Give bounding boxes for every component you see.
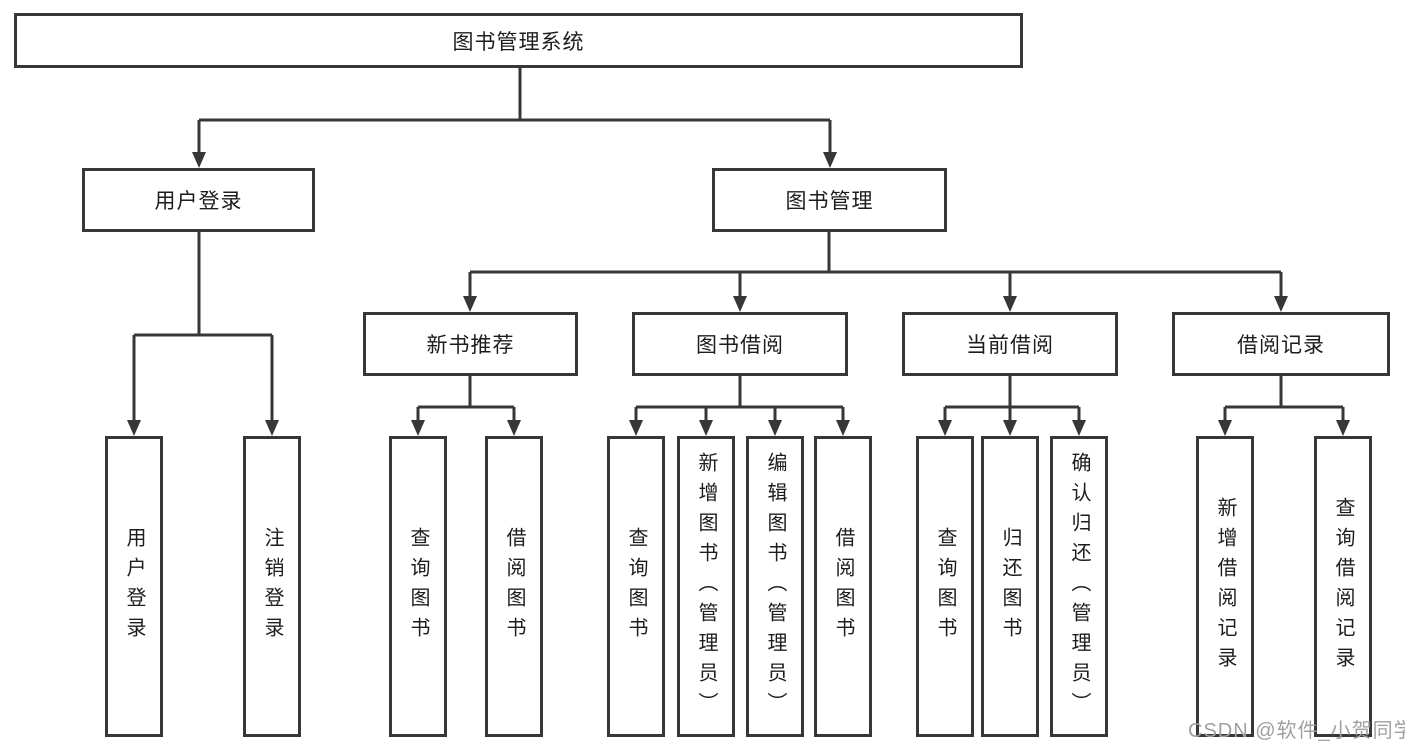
leaf-borrow-books-2: 借阅图书 xyxy=(814,436,872,737)
node-book-borrow: 图书借阅 xyxy=(632,312,848,376)
leaf-label: 借阅图书 xyxy=(503,526,525,647)
node-book-management-label: 图书管理 xyxy=(785,190,874,213)
leaf-label: 新增借阅记录 xyxy=(1214,496,1236,677)
leaf-query-books-2: 查询图书 xyxy=(607,436,665,737)
leaf-label: 归还图书 xyxy=(999,526,1021,647)
leaf-add-books-admin: 新增图书（管理员） xyxy=(677,436,735,737)
leaf-label: 查询图书 xyxy=(934,526,956,647)
leaf-label: 用户登录 xyxy=(123,526,145,647)
node-user-login: 用户登录 xyxy=(82,168,315,232)
leaf-return-books: 归还图书 xyxy=(981,436,1039,737)
leaf-user-login: 用户登录 xyxy=(105,436,163,737)
connector-lines xyxy=(132,68,1345,421)
leaf-edit-books-admin: 编辑图书（管理员） xyxy=(746,436,804,737)
leaf-label: 注销登录 xyxy=(261,526,283,647)
leaf-confirm-return-admin: 确认归还（管理员） xyxy=(1050,436,1108,737)
arrowheads xyxy=(127,152,1350,436)
leaf-label: 查询图书 xyxy=(625,526,647,647)
leaf-query-borrow-record: 查询借阅记录 xyxy=(1314,436,1372,737)
leaf-label: 确认归还（管理员） xyxy=(1068,451,1090,722)
node-current-borrow: 当前借阅 xyxy=(902,312,1118,376)
watermark: CSDN @软件_小贺同学 xyxy=(1188,720,1405,742)
leaf-label: 编辑图书（管理员） xyxy=(764,451,786,722)
leaf-label: 查询借阅记录 xyxy=(1332,496,1354,677)
node-user-login-label: 用户登录 xyxy=(154,190,243,213)
node-borrow-records-label: 借阅记录 xyxy=(1237,334,1325,357)
node-root: 图书管理系统 xyxy=(14,13,1023,68)
node-current-borrow-label: 当前借阅 xyxy=(966,334,1054,357)
leaf-label: 借阅图书 xyxy=(832,526,854,647)
node-root-label: 图书管理系统 xyxy=(452,30,585,54)
leaf-query-books-1: 查询图书 xyxy=(389,436,447,737)
node-borrow-records: 借阅记录 xyxy=(1172,312,1390,376)
leaf-borrow-books-1: 借阅图书 xyxy=(485,436,543,737)
node-new-book-recommend-label: 新书推荐 xyxy=(426,334,515,357)
node-book-management: 图书管理 xyxy=(712,168,947,232)
leaf-logout: 注销登录 xyxy=(243,436,301,737)
node-new-book-recommend: 新书推荐 xyxy=(363,312,578,376)
leaf-add-borrow-record: 新增借阅记录 xyxy=(1196,436,1254,737)
leaf-query-books-3: 查询图书 xyxy=(916,436,974,737)
leaf-label: 新增图书（管理员） xyxy=(695,451,717,722)
node-book-borrow-label: 图书借阅 xyxy=(696,334,784,357)
leaf-label: 查询图书 xyxy=(407,526,429,647)
